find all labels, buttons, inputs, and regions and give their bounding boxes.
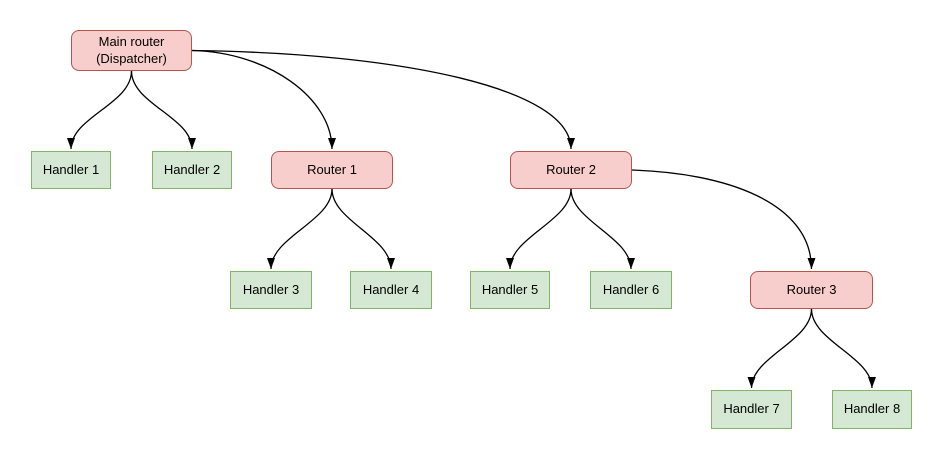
node-router-1-label: Router 1	[307, 161, 357, 177]
node-handler-7-label: Handler 7	[723, 401, 780, 417]
node-handler-2-label: Handler 2	[163, 161, 221, 177]
node-handler-6-label: Handler 6	[602, 281, 660, 297]
node-handler-5: Handler 5	[470, 271, 550, 309]
node-router-3: Router 3	[750, 271, 873, 309]
node-handler-8: Handler 8	[832, 390, 912, 429]
edge-router3-to-handler8	[810, 308, 876, 389]
node-handler-8-label: Handler 8	[843, 401, 901, 417]
edge-main-to-router2	[191, 49, 575, 150]
edge-router2-to-handler5	[506, 188, 572, 270]
edge-router2-to-handler6	[570, 188, 635, 270]
node-handler-2: Handler 2	[152, 151, 232, 189]
node-handler-6: Handler 6	[590, 271, 672, 309]
node-router-2: Router 2	[510, 151, 632, 189]
node-handler-4-label: Handler 4	[362, 281, 420, 297]
node-handler-4: Handler 4	[350, 271, 432, 309]
node-handler-1: Handler 1	[31, 151, 111, 189]
node-router-3-label: Router 3	[786, 281, 837, 297]
node-main-router-label-line1: Main router	[98, 33, 165, 49]
edge-main-to-handler2	[130, 70, 196, 150]
edge-router1-to-handler4	[331, 188, 395, 270]
edge-main-to-handler1	[67, 70, 133, 150]
node-handler-5-label: Handler 5	[481, 281, 539, 297]
node-main-router-label-line2: (Dispatcher)	[96, 50, 167, 66]
edge-main-to-router1	[191, 49, 336, 150]
edge-router2-to-router3	[631, 169, 816, 270]
node-handler-3: Handler 3	[230, 271, 312, 309]
node-main-router: Main router (Dispatcher)	[71, 30, 192, 71]
edge-router3-to-handler7	[747, 308, 813, 389]
node-handler-7: Handler 7	[711, 390, 792, 429]
edge-router1-to-handler3	[267, 188, 333, 270]
node-router-2-label: Router 2	[546, 161, 596, 177]
node-router-1: Router 1	[271, 151, 393, 189]
node-handler-3-label: Handler 3	[242, 281, 300, 297]
node-handler-1-label: Handler 1	[42, 161, 100, 177]
